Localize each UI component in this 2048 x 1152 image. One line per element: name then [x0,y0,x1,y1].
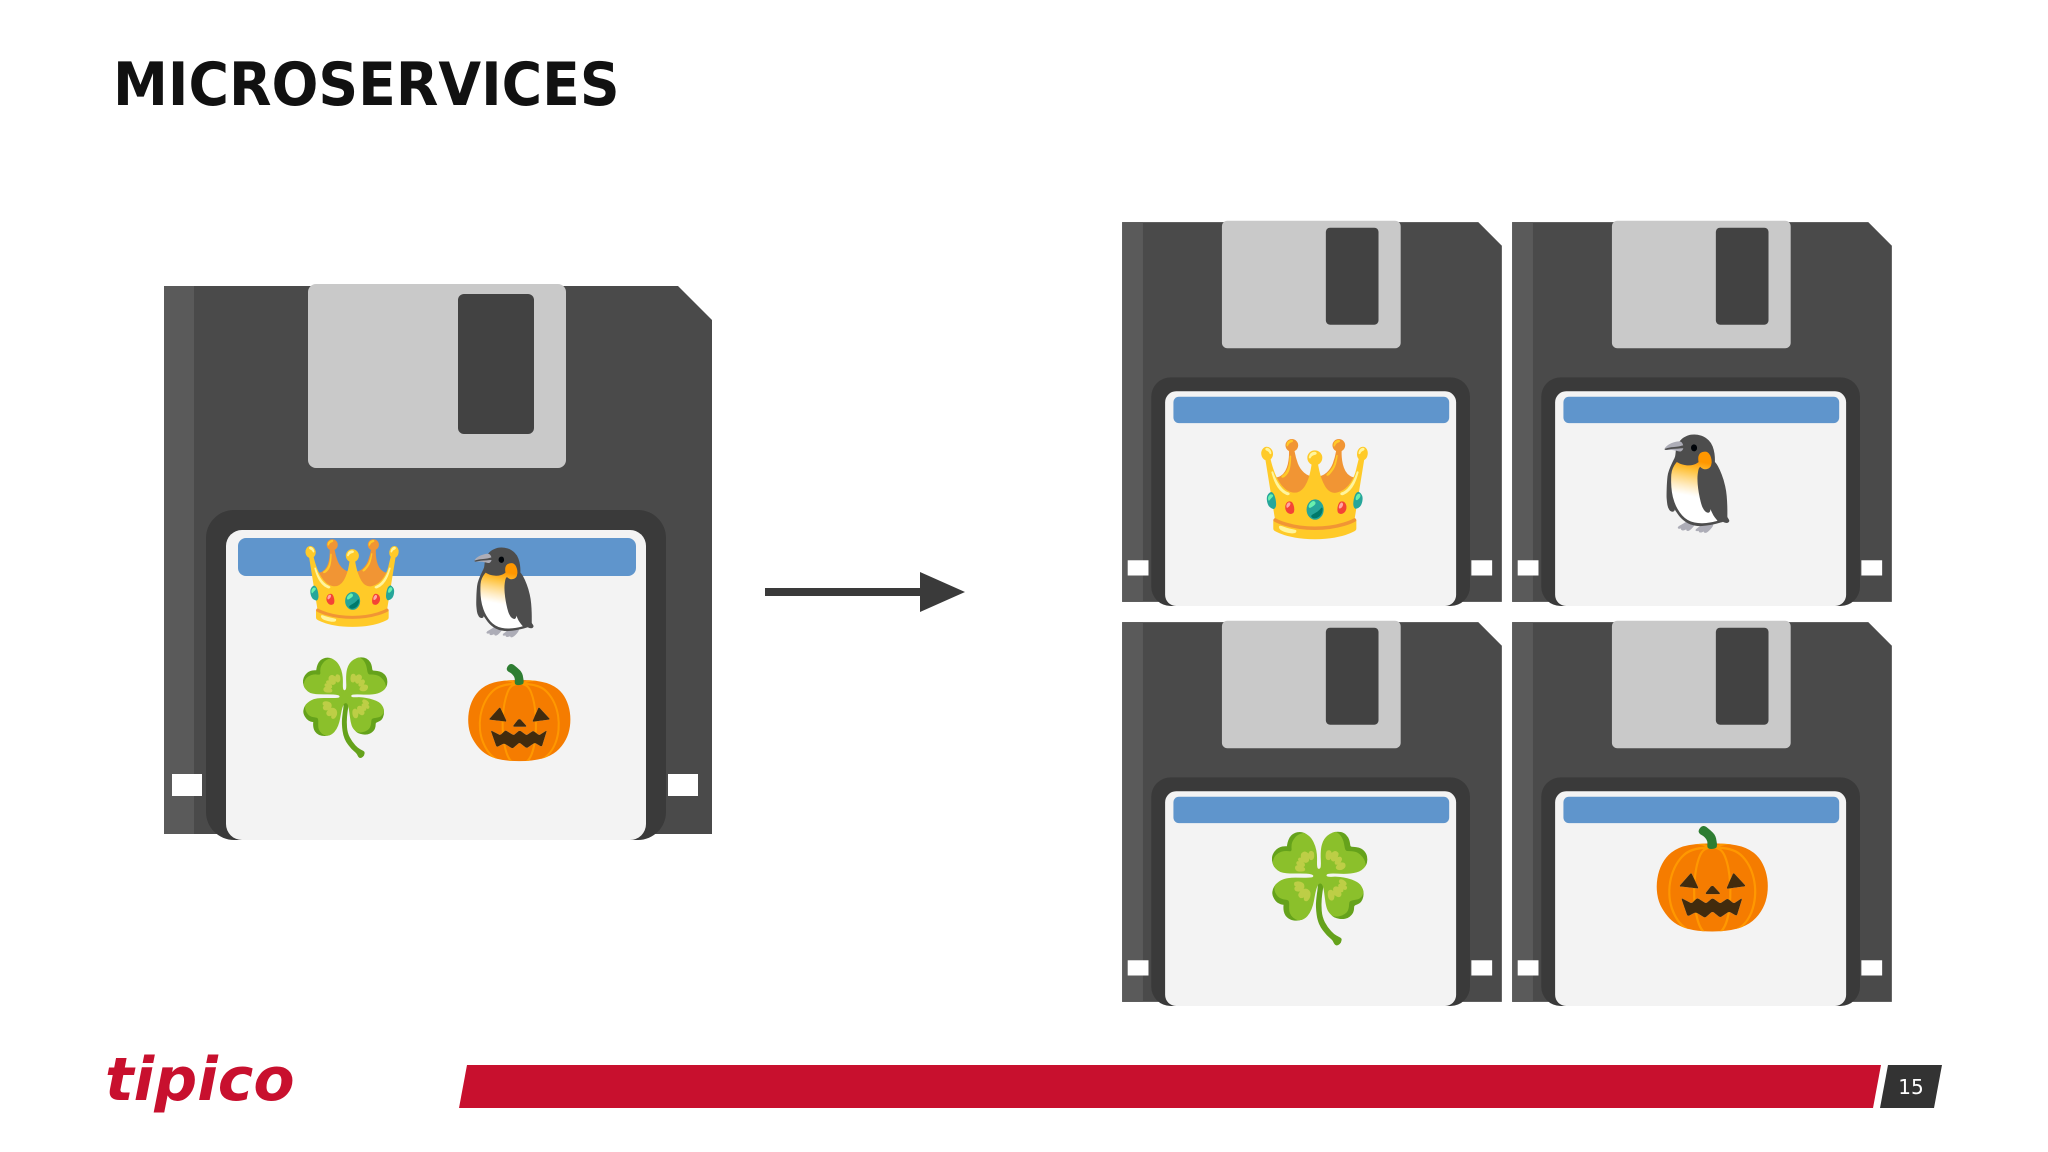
service-floppy-disk [1508,218,1896,606]
service-floppy-disk [1118,218,1506,606]
page-number: 15 [1880,1065,1942,1108]
service-floppy-disk [1508,618,1896,1006]
slide-title: MICROSERVICES [113,50,620,120]
penguin-icon: 🐧 [452,543,557,641]
service-floppy-disk [1118,618,1506,1006]
footer-accent-bar [459,1065,1881,1108]
logo-text: tipico [105,1045,295,1115]
penguin-icon: 🐧 [1640,430,1755,537]
four-leaf-clover-icon: 🍀 [1255,827,1385,949]
crown-icon: 👑 [300,533,405,631]
monolith-floppy-disk [158,280,718,840]
jack-o-lantern-icon: 🎃 [1650,821,1775,938]
tipico-logo: tipico [105,1045,315,1115]
crown-icon: 👑 [1255,432,1375,544]
jack-o-lantern-icon: 🎃 [462,660,577,767]
four-leaf-clover-icon: 🍀 [288,654,403,761]
split-arrow-icon [765,570,965,614]
